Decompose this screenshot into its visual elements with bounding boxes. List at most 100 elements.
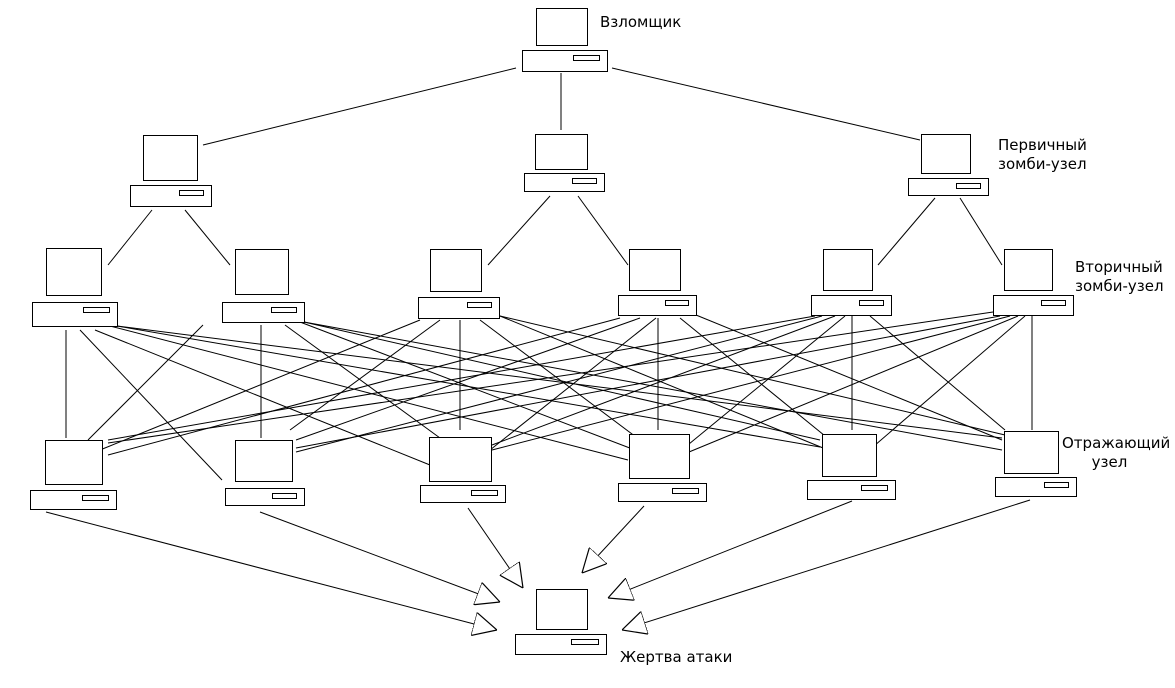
system-unit (32, 302, 118, 327)
secondary-zombie-6-computer (993, 249, 1074, 316)
connection-line (487, 195, 551, 266)
connection-line (79, 329, 223, 481)
primary-zombie-2-computer (524, 134, 605, 192)
monitor (45, 440, 103, 485)
secondary-zombie-1-computer (32, 248, 118, 327)
connection-line (499, 315, 829, 451)
drive-slot (573, 55, 600, 61)
victim-label: Жертва атаки (620, 648, 733, 666)
victim-computer (515, 589, 607, 655)
connection-line (499, 315, 1006, 436)
reflector-5-computer (807, 434, 896, 500)
drive-slot (471, 490, 498, 496)
secondary-zombie-4-computer (618, 249, 697, 316)
connection-line (107, 209, 153, 266)
primary-zombie-label-line2: зомби-узел (998, 155, 1087, 173)
attack-arrow (45, 511, 497, 630)
monitor (822, 434, 877, 477)
connection-line (873, 315, 1026, 447)
primary-zombie-3-computer (908, 134, 989, 196)
drive-slot (956, 183, 981, 189)
system-unit (420, 485, 506, 503)
drive-slot (271, 307, 297, 313)
system-unit (908, 178, 989, 196)
reflector-label-line2: узел (1091, 453, 1128, 471)
reflector-label-line1: Отражающий (1062, 434, 1171, 452)
connection-line (959, 197, 1003, 266)
connection-line (87, 324, 204, 441)
reflector-6-computer (995, 431, 1077, 497)
connection-line (107, 311, 994, 444)
drive-slot (272, 493, 297, 499)
drive-slot (83, 307, 110, 313)
monitor (536, 589, 588, 630)
connection-line (491, 315, 836, 446)
connection-line (489, 317, 657, 451)
monitor (430, 249, 482, 292)
connection-line (202, 67, 517, 146)
attack-arrow (259, 511, 500, 602)
connection-line (116, 325, 1003, 439)
connection-line (284, 324, 441, 439)
reflector-4-computer (618, 434, 707, 502)
primary-zombie-label-line1: Первичный (998, 136, 1087, 154)
connection-line (99, 319, 421, 451)
attacker-label: Взломщик (600, 13, 682, 31)
primary-zombie-1-computer (130, 135, 212, 207)
connection-line (295, 315, 1001, 449)
secondary-zombie-3-computer (418, 249, 500, 319)
drive-slot (861, 485, 888, 491)
drive-slot (571, 639, 599, 645)
drive-slot (179, 190, 204, 196)
connection-line (94, 329, 431, 466)
connection-line (611, 67, 921, 141)
monitor (46, 248, 102, 296)
monitor (536, 8, 588, 46)
connection-line (107, 317, 621, 456)
connection-line (877, 197, 936, 266)
attack-arrow (467, 507, 523, 588)
drive-slot (572, 178, 597, 184)
connection-line (491, 315, 1011, 451)
monitor (535, 134, 588, 170)
drive-slot (859, 300, 884, 306)
monitor (235, 249, 289, 295)
drive-slot (1041, 300, 1066, 306)
connection-line (688, 315, 1019, 453)
attack-arrow (622, 499, 1031, 630)
reflector-2-computer (225, 440, 305, 506)
connection-line (184, 209, 231, 266)
drive-slot (665, 300, 689, 306)
secondary-zombie-label-line1: Вторичный (1075, 258, 1163, 276)
drive-slot (672, 488, 699, 494)
connection-line (299, 321, 636, 451)
monitor (629, 249, 681, 291)
connection-line (679, 317, 831, 441)
reflector-1-computer (30, 440, 117, 510)
connection-line (295, 317, 641, 441)
monitor (1004, 249, 1053, 291)
secondary-zombie-label-line2: зомби-узел (1075, 277, 1164, 295)
connection-line (107, 315, 816, 441)
monitor (1004, 431, 1059, 474)
reflector-3-computer (420, 437, 506, 503)
monitor (235, 440, 293, 482)
attack-arrow (582, 505, 645, 573)
connection-line (479, 319, 641, 441)
connection-line (289, 319, 441, 431)
connection-line (303, 321, 1003, 451)
attacker-computer (522, 8, 608, 72)
monitor (823, 249, 873, 291)
secondary-zombie-2-computer (222, 249, 305, 323)
connection-line (577, 195, 629, 266)
connection-line (869, 315, 1006, 431)
system-unit (225, 488, 305, 506)
drive-slot (467, 302, 492, 308)
drive-slot (1044, 482, 1069, 488)
secondary-zombie-5-computer (811, 249, 892, 316)
monitor (921, 134, 971, 174)
monitor (629, 434, 690, 479)
connection-line (295, 315, 823, 453)
monitor (143, 135, 198, 181)
